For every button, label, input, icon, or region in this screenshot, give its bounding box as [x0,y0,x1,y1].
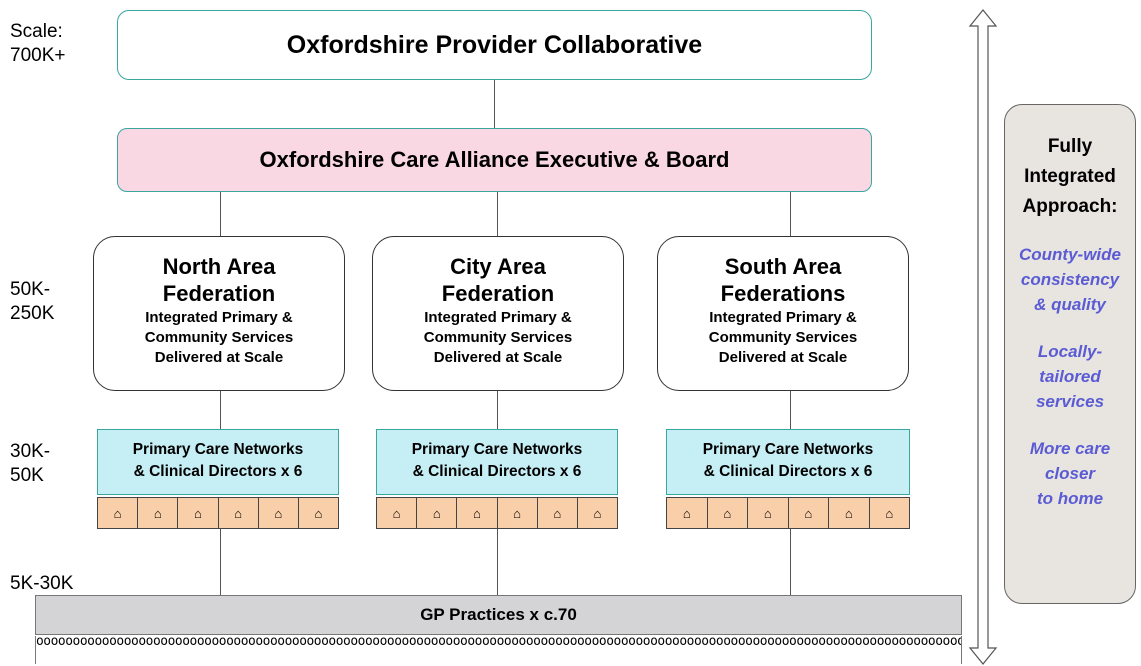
house-icon: ⌂ [869,497,910,529]
house-icon: ⌂ [666,497,708,529]
federation-title: North Area Federation [162,254,276,306]
connector-alliance-north [220,192,221,236]
house-icon: ⌂ [577,497,619,529]
house-icon: ⌂ [178,497,219,529]
federation-title: City Area Federation [441,254,555,306]
house-icon: ⌂ [829,497,870,529]
provider-collaborative-box: Oxfordshire Provider Collaborative [117,10,872,80]
scale-label-top: Scale: 700K+ [10,21,66,66]
house-icon: ⌂ [748,497,789,529]
connector-top-alliance [494,80,495,128]
federation-subtitle: Integrated Primary & Community Services … [423,309,573,366]
house-row-city: ⌂ ⌂ ⌂ ⌂ ⌂ ⌂ [376,497,619,529]
connector-alliance-south [790,192,791,236]
house-icon: ⌂ [537,497,578,529]
approach-item: More care closer to home [1029,439,1111,508]
house-icon: ⌂ [218,497,259,529]
approach-item: County-wide consistency & quality [1019,245,1121,314]
federation-box-south: South Area Federations Integrated Primar… [657,236,909,391]
pcn-box-south: Primary Care Networks & Clinical Directo… [666,429,910,495]
federation-box-north: North Area Federation Integrated Primary… [93,236,345,391]
connector-city-pcn [497,391,498,429]
house-row-south: ⌂ ⌂ ⌂ ⌂ ⌂ ⌂ [666,497,910,529]
house-icon: ⌂ [376,497,418,529]
connector-city-gp [497,529,498,595]
house-row-north: ⌂ ⌂ ⌂ ⌂ ⌂ ⌂ [97,497,340,529]
connector-north-pcn [220,391,221,429]
house-icon: ⌂ [138,497,179,529]
approach-item: Locally- tailored services [1035,342,1105,411]
approach-heading: Fully Integrated Approach: [1022,136,1118,217]
gp-practices-box: GP Practices x c.70 [35,595,962,635]
connector-south-gp [790,529,791,595]
scale-label-practice: 5K-30K [10,573,74,594]
connector-north-gp [220,529,221,595]
house-icon: ⌂ [417,497,458,529]
house-icon: ⌂ [497,497,538,529]
pcn-box-city: Primary Care Networks & Clinical Directo… [376,429,618,495]
house-icon: ⌂ [788,497,829,529]
federation-box-city: City Area Federation Integrated Primary … [372,236,624,391]
care-alliance-box: Oxfordshire Care Alliance Executive & Bo… [117,128,872,192]
house-icon: ⌂ [258,497,299,529]
integrated-approach-panel: Fully Integrated Approach: County-wide c… [1004,104,1136,604]
connector-south-pcn [790,391,791,429]
scale-label-federation: 50K- 250K [10,279,55,324]
pcn-box-north: Primary Care Networks & Clinical Directo… [97,429,339,495]
house-icon: ⌂ [457,497,498,529]
federation-title: South Area Federations [720,254,846,306]
house-icon: ⌂ [707,497,748,529]
federation-subtitle: Integrated Primary & Community Services … [708,309,858,366]
federation-subtitle: Integrated Primary & Community Services … [144,309,294,366]
house-icon: ⌂ [97,497,139,529]
gp-practice-strip: oooooooooooooooooooooooooooooooooooooooo… [35,636,962,664]
double-arrow-icon [968,9,998,665]
house-icon: ⌂ [298,497,340,529]
scale-label-pcn: 30K- 50K [10,441,51,486]
connector-alliance-city [497,192,498,236]
